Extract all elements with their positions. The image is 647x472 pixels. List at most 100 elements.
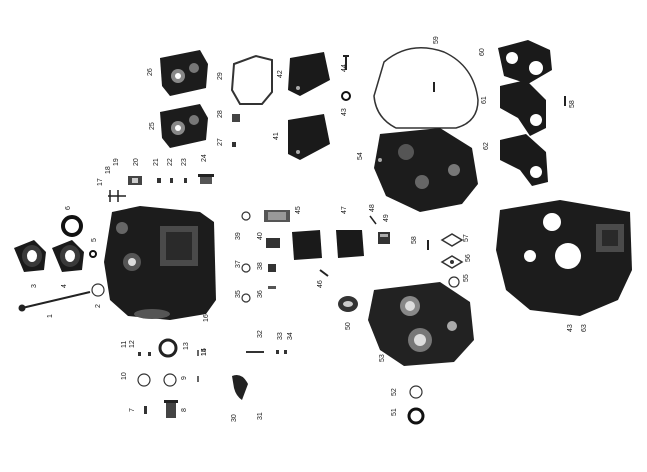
callout-15: 15	[201, 348, 208, 356]
callout-16: 16	[203, 314, 210, 322]
part-cover-53	[368, 282, 474, 366]
callout-53: 53	[379, 354, 386, 362]
part-small-27-28	[232, 114, 240, 147]
callout-8: 8	[181, 408, 188, 412]
callout-34: 34	[287, 332, 294, 340]
part-cover-42	[288, 52, 330, 96]
callout-62: 62	[483, 142, 490, 150]
part-gear-50	[338, 296, 358, 312]
part-housing-63	[496, 200, 632, 316]
callout-37: 37	[235, 260, 242, 268]
callout-11: 11	[121, 341, 128, 348]
callout-10: 10	[121, 372, 128, 380]
callout-59: 59	[433, 36, 440, 44]
part-cover-41	[288, 114, 330, 160]
callout-31: 31	[257, 412, 264, 420]
part-ring-35	[241, 293, 251, 303]
callout-55: 55	[463, 274, 470, 282]
callout-7: 7	[129, 408, 136, 412]
part-gasket-57	[440, 233, 464, 247]
part-bushing-49	[378, 232, 390, 244]
callout-17: 17	[97, 178, 104, 186]
part-bracket-13	[158, 338, 178, 358]
part-fork-30	[232, 375, 248, 400]
part-small-21-23	[157, 178, 187, 183]
callout-12: 12	[129, 340, 136, 348]
callout-57: 57	[463, 234, 470, 242]
callout-52: 52	[391, 388, 398, 396]
part-flange-62	[500, 134, 548, 186]
callout-22: 22	[167, 158, 174, 166]
callout-39: 39	[235, 232, 242, 240]
part-plate-47	[336, 230, 364, 258]
callout-36: 36	[257, 290, 264, 298]
callout-4: 4	[61, 284, 68, 288]
callout-61: 61	[481, 96, 488, 104]
callout-23: 23	[181, 158, 188, 166]
callout-63: 63	[581, 324, 588, 332]
part-bearing-40	[266, 238, 280, 248]
part-cover-54	[374, 128, 478, 212]
callout-38: 38	[257, 262, 264, 270]
part-ring-9	[163, 373, 177, 387]
part-small-33-34	[276, 350, 287, 354]
part-bolt-1	[18, 291, 91, 312]
part-small-11-12	[138, 352, 151, 356]
callout-45: 45	[295, 206, 302, 214]
callout-26: 26	[147, 68, 154, 76]
callout-35: 35	[235, 290, 242, 298]
part-ring-2	[91, 283, 105, 297]
callout-3: 3	[31, 284, 38, 288]
part-sleeve-20	[128, 176, 142, 185]
callout-54: 54	[357, 152, 364, 160]
part-flange-26	[160, 50, 208, 96]
part-bolt-44	[343, 55, 349, 70]
part-flange-61	[500, 80, 546, 136]
callout-13: 13	[183, 342, 190, 350]
part-screw-48	[369, 215, 377, 225]
part-cap-24	[198, 174, 214, 184]
callout-21: 21	[153, 158, 160, 166]
callout-9: 9	[181, 376, 188, 380]
part-ring-39	[241, 211, 251, 221]
part-ring-10	[137, 373, 151, 387]
callout-50: 50	[345, 322, 352, 330]
part-ring-6	[61, 215, 83, 237]
part-sleeve-8	[164, 400, 178, 418]
part-ring-37	[241, 263, 251, 273]
callout-1: 1	[47, 314, 54, 318]
callout-58: 58	[411, 236, 418, 244]
callout-56: 56	[465, 254, 472, 262]
callout-14: 14	[201, 348, 208, 356]
callout-43: 43	[567, 324, 574, 332]
part-ring-43	[341, 91, 351, 101]
part-housing-16	[104, 206, 216, 320]
part-seal-4	[52, 240, 84, 272]
callout-49: 49	[383, 214, 390, 222]
callout-43: 43	[341, 108, 348, 116]
part-flange-25	[160, 104, 208, 148]
callout-19: 19	[113, 158, 120, 166]
part-gasket-29	[230, 54, 273, 105]
part-sleeve-38	[268, 264, 276, 272]
callout-42: 42	[277, 70, 284, 78]
callout-28: 28	[217, 110, 224, 118]
part-ring-51	[407, 407, 425, 425]
callout-47: 47	[341, 206, 348, 214]
callout-58: 58	[569, 100, 576, 108]
callout-60: 60	[479, 48, 486, 56]
callout-18: 18	[105, 166, 112, 174]
callout-51: 51	[391, 408, 398, 416]
callout-33: 33	[277, 332, 284, 340]
callout-25: 25	[149, 122, 156, 130]
callout-24: 24	[201, 154, 208, 162]
part-ring-52	[409, 385, 423, 399]
part-studs-17-19	[108, 190, 126, 202]
callout-44: 44	[341, 64, 348, 72]
part-screw-46	[319, 269, 329, 277]
part-pin-36	[268, 286, 276, 289]
callout-41: 41	[273, 132, 280, 140]
callout-32: 32	[257, 330, 264, 338]
